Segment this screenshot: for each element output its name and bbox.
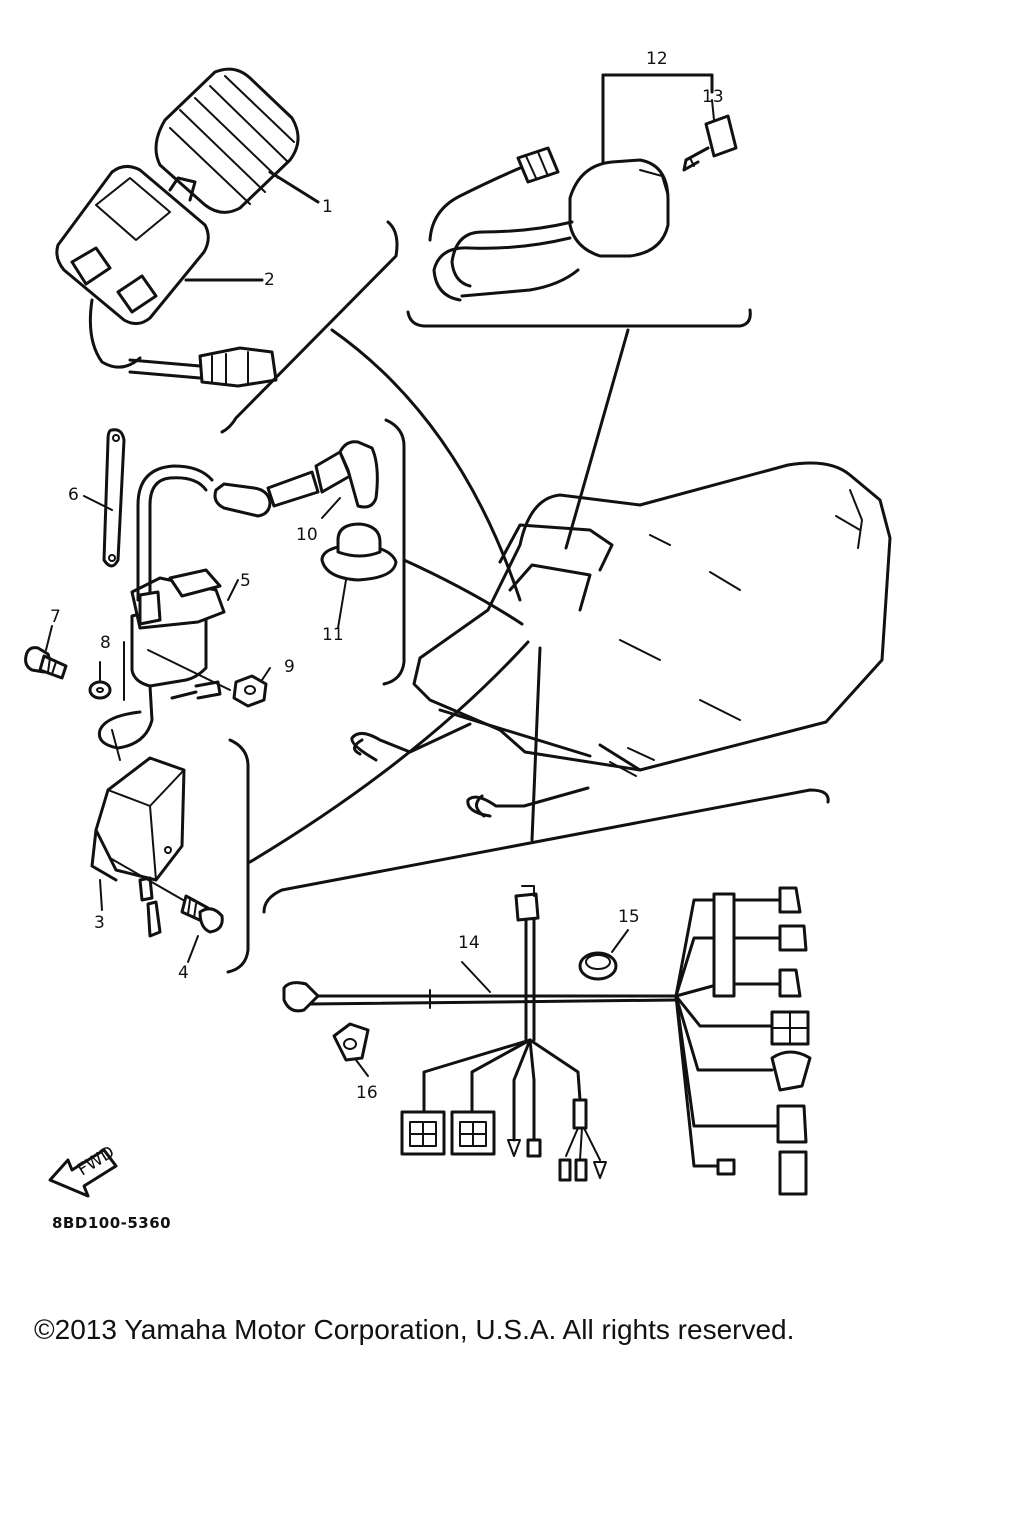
callout-15: 15	[618, 907, 640, 927]
part-main-switch	[428, 73, 714, 302]
part-harness-grommet	[578, 929, 629, 981]
callout-16: 16	[356, 1083, 378, 1103]
callout-6: 6	[68, 485, 79, 505]
part-bolt	[24, 646, 68, 680]
part-key	[682, 114, 738, 172]
callout-8: 8	[100, 633, 111, 653]
copyright-notice: ©2013 Yamaha Motor Corporation, U.S.A. A…	[34, 1314, 795, 1345]
fwd-arrow-icon: FWD	[48, 1142, 118, 1198]
part-nut	[232, 674, 268, 708]
callout-10: 10	[296, 525, 318, 545]
callout-2: 2	[264, 270, 275, 290]
callout-13: 13	[702, 87, 724, 107]
section-brackets	[220, 220, 830, 974]
part-cdi-bolt	[109, 857, 224, 934]
part-strap	[102, 428, 126, 568]
part-clamp	[332, 1022, 370, 1077]
machine-body	[350, 461, 892, 818]
callout-4: 4	[178, 963, 189, 983]
part-throttle-housing	[55, 165, 278, 388]
part-cdi-unit	[90, 756, 186, 938]
parts-diagram: FWD 1 2 3 4 5 6 7 8 9 10 11 12 13 14 15 …	[24, 49, 892, 1198]
callout-3: 3	[94, 913, 105, 933]
part-washer	[88, 680, 112, 700]
part-throttle-grip	[154, 67, 320, 214]
callout-12: 12	[646, 49, 668, 69]
part-grommet	[320, 522, 398, 582]
callout-7: 7	[50, 607, 61, 627]
part-wire-harness	[282, 885, 812, 1196]
callout-5: 5	[240, 571, 251, 591]
callout-labels: 1 2 3 4 5 6 7 8 9 10 11 12 13 14 15 16	[50, 49, 724, 1103]
callout-leaders	[45, 99, 715, 993]
part-plug-cap	[213, 440, 379, 518]
callout-1: 1	[322, 197, 333, 217]
callout-11: 11	[322, 625, 344, 645]
diagram-code: 8BD100-5360	[52, 1214, 172, 1232]
callout-9: 9	[284, 657, 295, 677]
leader-lines	[248, 328, 630, 864]
part-ignition-coil	[97, 464, 231, 750]
callout-14: 14	[458, 933, 480, 953]
